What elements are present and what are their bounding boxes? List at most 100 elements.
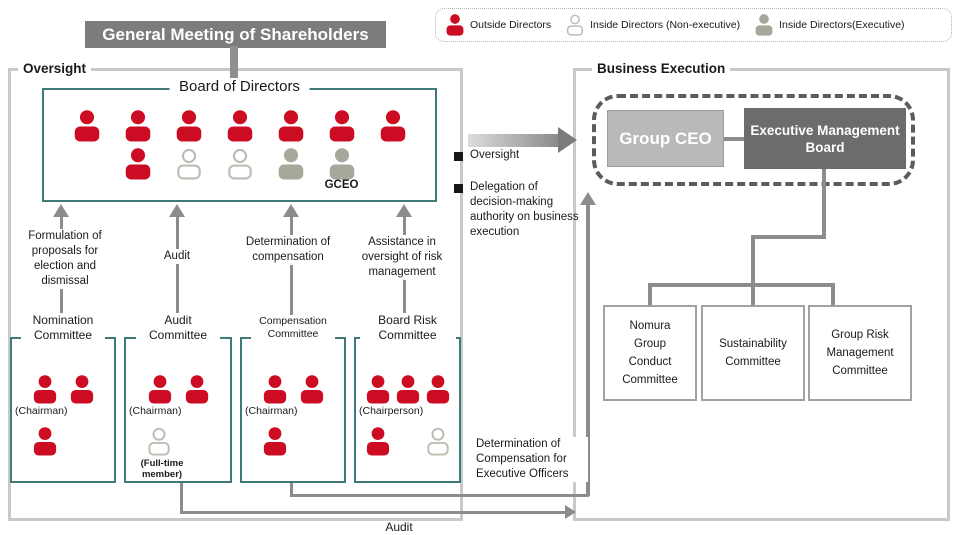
person-slot-empty [393, 427, 423, 456]
person-red-icon [423, 375, 453, 404]
board-risk-members-row2 [356, 427, 459, 456]
compensation-horizontal-line [290, 494, 589, 497]
group-risk-management-committee-label: Group Risk Management Committee [826, 329, 894, 377]
board-risk-committee-box: Board Risk Committee (Chairperson) [354, 313, 461, 483]
board-risk-chair-label: (Chairperson) [359, 405, 424, 417]
person-red-icon [256, 427, 293, 456]
full-time-member-note: (Full-time member) [140, 458, 184, 480]
executive-management-board-box: Executive Management Board [744, 108, 906, 169]
audit-arrow-head-icon [565, 505, 576, 519]
nomination-committee-box: Nomination Committee (Chairman) [10, 313, 116, 483]
arrow-label-audit: Audit [161, 249, 193, 264]
audit-members-row1 [126, 375, 230, 404]
legend-item-outside: Outside Directors [446, 14, 551, 36]
audit-drop-line [180, 483, 183, 514]
nomination-members-row1 [12, 375, 114, 404]
tree-jog-horizontal [751, 235, 826, 239]
business-execution-section-label: Business Execution [592, 61, 731, 76]
bullet-delegation-icon [454, 184, 463, 193]
oversight-flow-arrow-head-icon [558, 127, 577, 153]
audit-chair-label: (Chairman) [129, 405, 182, 417]
nomination-members-row2 [12, 427, 114, 456]
nomination-chair-label: (Chairman) [15, 405, 68, 417]
nomination-committee-title: Nomination Committee [21, 313, 105, 343]
person-red-icon [163, 110, 214, 142]
sustainability-committee-label: Sustainability Committee [719, 338, 787, 368]
compensation-chair-label: (Chairman) [245, 405, 298, 417]
oversight-section-label: Oversight [18, 61, 92, 76]
person-red-icon [141, 375, 178, 404]
determination-up-arrow-icon [580, 192, 596, 205]
inside-directors-nonexec-icon [566, 14, 584, 36]
arrow-line-compensation [290, 215, 293, 338]
person-red-icon [256, 375, 293, 404]
determination-compensation-label: Determination of Compensation for Execut… [476, 437, 588, 482]
person-slot-empty [367, 148, 418, 180]
person-red-icon [63, 375, 100, 404]
person-red-icon [265, 110, 316, 142]
bullet-oversight-text: Oversight [470, 149, 520, 161]
person-red-icon [316, 110, 367, 142]
person-red-icon [112, 110, 163, 142]
gms-connector-line [230, 46, 238, 90]
arrow-label-formulation: Formulation of proposals for election an… [17, 229, 113, 289]
person-red-icon [178, 375, 215, 404]
board-risk-members-row1 [356, 375, 459, 404]
bullet-delegation-text: Delegation of decision-making authority … [470, 181, 579, 238]
sustainability-committee-box: Sustainability Committee [701, 305, 805, 401]
person-gray-icon [265, 148, 316, 180]
compensation-committee-title: Compensation Committee [251, 315, 335, 341]
legend: Outside Directors Inside Directors (Non-… [435, 8, 952, 42]
nomura-group-conduct-committee-box: Nomura Group Conduct Committee [603, 305, 697, 401]
person-red-icon [61, 110, 112, 142]
arrow-line-audit [176, 215, 179, 338]
compensation-members-row2 [242, 427, 344, 456]
person-red-icon [293, 375, 330, 404]
person-red-icon [393, 375, 423, 404]
audit-bottom-label: Audit [385, 520, 413, 534]
person-red-icon [112, 148, 163, 180]
compensation-drop-line [290, 483, 293, 497]
oversight-flow-arrow-shaft [468, 134, 559, 147]
legend-label-inside-nonexec: Inside Directors (Non-executive) [590, 19, 741, 31]
person-slot-empty [61, 148, 112, 180]
ceo-emb-connector [723, 137, 745, 141]
board-risk-committee-title: Board Risk Committee [359, 313, 456, 343]
board-members-row1 [44, 110, 435, 142]
arrow-label-risk: Assistance in oversight of risk manageme… [344, 235, 460, 280]
board-members-row2 [44, 148, 435, 180]
person-outline-icon [214, 148, 265, 180]
group-ceo-box: Group CEO [607, 110, 724, 167]
person-red-icon [363, 427, 393, 456]
legend-label-inside-exec: Inside Directors(Executive) [779, 19, 905, 31]
person-outline-icon [140, 427, 177, 456]
determination-up-line [586, 204, 590, 496]
audit-committee-title: Audit Committee [136, 313, 220, 343]
board-of-directors-title: Board of Directors [169, 78, 310, 95]
person-outline-icon [423, 427, 453, 456]
arrow-up-risk-icon [396, 204, 412, 217]
bullet-oversight-icon [454, 152, 463, 161]
arrow-label-compensation: Determination of compensation [232, 235, 344, 265]
group-ceo-label: Group CEO [619, 128, 712, 148]
general-meeting-header: General Meeting of Shareholders [85, 21, 386, 48]
person-red-icon [363, 375, 393, 404]
tree-bar-horizontal [648, 283, 835, 287]
person-gray-icon [316, 148, 367, 180]
compensation-members-row1 [242, 375, 344, 404]
tree-jog-vertical [751, 235, 755, 285]
inside-directors-exec-icon [755, 14, 773, 36]
legend-item-inside-exec: Inside Directors(Executive) [755, 14, 905, 36]
arrow-up-compensation-icon [283, 204, 299, 217]
audit-committee-box: Audit Committee (Chairman) (Full-time me… [124, 313, 232, 483]
arrow-up-nomination-icon [53, 204, 69, 217]
audit-horizontal-line [180, 511, 566, 514]
business-execution-section-box [573, 68, 950, 521]
legend-item-inside-nonexec: Inside Directors (Non-executive) [566, 14, 740, 36]
group-risk-management-committee-box: Group Risk Management Committee [808, 305, 912, 401]
person-red-icon [214, 110, 265, 142]
legend-label-outside: Outside Directors [470, 19, 552, 31]
nomura-group-conduct-committee-label: Nomura Group Conduct Committee [622, 320, 678, 386]
person-red-icon [26, 375, 63, 404]
